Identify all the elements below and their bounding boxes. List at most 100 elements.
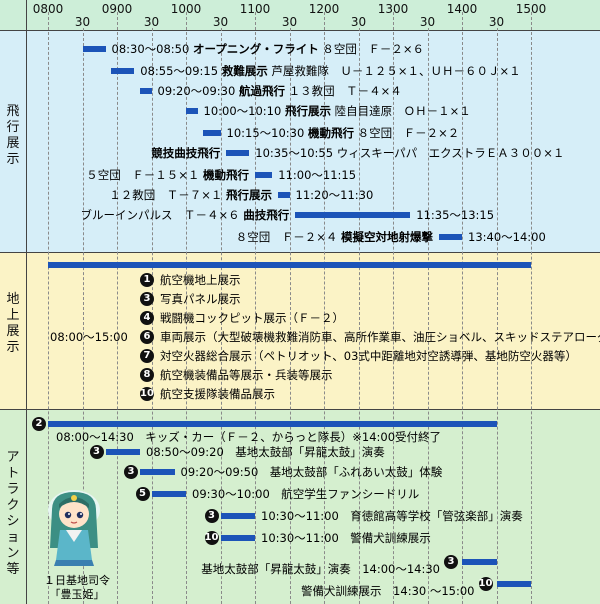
flight-title: 曲技飛行 [243,208,290,222]
flight-label: 11:20～11:30 [296,188,374,202]
time-tick-minor: 30 [74,15,91,29]
attraction-text: 09:20～09:50 基地太鼓部「ふれあい太鼓」体験 [180,465,443,479]
attraction-text: 08:50～09:20 基地太鼓部「昇龍太鼓」演奏 [146,445,385,459]
ground-item: 対空火器総合展示（ペトリオット、03式中距離地対空誘導弾、基地防空火器等） [160,349,577,363]
gridline-major [48,12,49,604]
gridline-major [324,12,325,604]
attraction-bar [220,513,255,519]
attraction-label: 10:30～11:00 警備犬訓練展示 [261,531,431,545]
mascot-illustration [44,488,104,568]
flight-detail: ８空団 Ｆ－２×２ [357,126,460,140]
attraction-text: 警備犬訓練展示 14:30 ～15:00 [301,584,475,598]
time-tick-major: 0900 [101,2,133,16]
flight-bar [186,108,198,114]
flight-label: 10:35～10:55 ウィスキーパパ エクストラＥＡ３００×１ [255,146,564,160]
number-badge-2: 2 [32,417,46,431]
flight-title: 機動飛行 [307,126,354,140]
flight-bar [226,150,250,156]
time-tick-major: 1500 [515,2,547,16]
flight-label: 11:00～11:15 [278,168,356,182]
attraction-bar [496,581,531,587]
time-tick-minor: 30 [281,15,298,29]
ground-item: 写真パネル展示 [160,292,241,306]
attraction-text: 09:30～10:00 航空学生ファンシードリル [192,487,420,501]
flight-detail: １３教団 Ｔ－４×４ [288,84,402,98]
time-tick-minor: 30 [143,15,160,29]
attraction-text: 10:30～11:00 警備犬訓練展示 [261,531,431,545]
flight-detail: 芦屋救難隊 Ｕ－１２５×１、ＵＨ－６０Ｊ×１ [271,64,521,78]
flight-detail: ウィスキーパパ エクストラＥＡ３００×１ [336,146,565,160]
attraction-bar [151,491,186,497]
number-badge-3: 3 [204,509,219,523]
time-tick-minor: 30 [419,15,436,29]
flight-bar [295,212,411,218]
number-badge-1: 1 [140,273,154,287]
flight-detail: １２教団 Ｔ－７×１ [109,188,223,202]
gridline-major [462,12,463,604]
flight-pre-label: 競技曲技飛行 [151,146,220,160]
flight-bar [203,130,221,136]
gridline-minor [289,28,291,604]
ground-band [0,252,600,409]
number-badge-3: 3 [444,555,458,569]
ground-item: 航空機地上展示 [160,273,241,287]
ground-bar [48,262,531,268]
flight-title: 飛行展示 [284,104,331,118]
number-badge-10: 10 [204,531,219,545]
flight-title: 飛行展示 [226,188,272,202]
flight-pre-label: ８空団 Ｆ－２×４ 模擬空対地射爆撃 [236,230,433,244]
number-badge-4: 4 [140,311,154,325]
attraction-label: 基地太鼓部「昇龍太鼓」演奏 14:00～14:30 [201,562,440,576]
flight-time: 11:20～11:30 [295,188,374,202]
flight-time: 08:30～08:50 [111,42,190,56]
number-badge-6: 6 [140,330,154,344]
time-tick-major: 1100 [239,2,271,16]
attraction-text: 08:00～14:30 キッズ・カー（Ｆ－２、からっと隊長）※14:00受付終了 [56,430,442,444]
attraction-label: 09:30～10:00 航空学生ファンシードリル [192,487,419,501]
section-label-flight: 飛 行 展 示 [6,104,20,167]
time-tick-minor: 30 [350,15,367,29]
mascot-caption-line2: 「豊玉姫」 [49,588,105,601]
flight-title: 航過飛行 [238,84,285,98]
attraction-text: 10:30～11:00 育徳館高等学校「管弦楽部」演奏 [261,509,523,523]
attraction-bar [462,559,497,565]
section-label-column [0,0,27,604]
flight-time: 11:35～13:15 [416,208,495,222]
gridline-minor [427,28,429,604]
number-badge-3: 3 [89,445,104,459]
time-tick-minor: 30 [488,15,505,29]
attraction-bar [140,469,175,475]
time-tick-major: 1000 [170,2,202,16]
number-badge-5: 5 [135,487,150,501]
flight-time: 10:15～10:30 [226,126,305,140]
number-badge-8: 8 [140,368,154,382]
flight-title: 競技曲技飛行 [151,146,221,160]
time-tick-major: 1400 [446,2,478,16]
gridline-major [117,12,118,604]
gridline-minor [496,28,498,604]
flight-bar [439,234,462,240]
time-tick-major: 0800 [32,2,64,16]
gridline-major [186,12,187,604]
flight-detail: ブルーインパルス Ｔ－４×６ [80,208,240,222]
time-tick-major: 1200 [308,2,340,16]
number-badge-10: 10 [140,387,154,401]
flight-time: 10:35～10:55 [255,146,334,160]
attraction-label: 10:30～11:00 育徳館高等学校「管弦楽部」演奏 [261,509,523,523]
gridline-minor [220,28,222,604]
flight-label: 09:20～09:30 航過飛行 １３教団 Ｔ－４×４ [158,84,402,98]
flight-pre-label: ５空団 Ｆ－１５×１ 機動飛行 [86,168,249,182]
section-divider [0,30,600,31]
number-badge-10: 10 [478,577,493,591]
attraction-label: 09:20～09:50 基地太鼓部「ふれあい太鼓」体験 [181,465,443,479]
flight-label: 08:55～09:15 救難展示 芦屋救難隊 Ｕ－１２５×１、ＵＨ－６０Ｊ×１ [140,64,520,78]
section-divider [0,409,600,410]
section-divider [0,252,600,253]
mascot-caption-line1: １日基地司令 [44,574,110,587]
attraction-text: 基地太鼓部「昇龍太鼓」演奏 14:00～14:30 [201,562,440,576]
flight-time: 09:20～09:30 [157,84,236,98]
flight-label: 10:00～10:10 飛行展示 陸自目達原 ＯＨ－１×１ [204,104,471,118]
attraction-bar [220,535,255,541]
attraction-bar [48,421,497,427]
